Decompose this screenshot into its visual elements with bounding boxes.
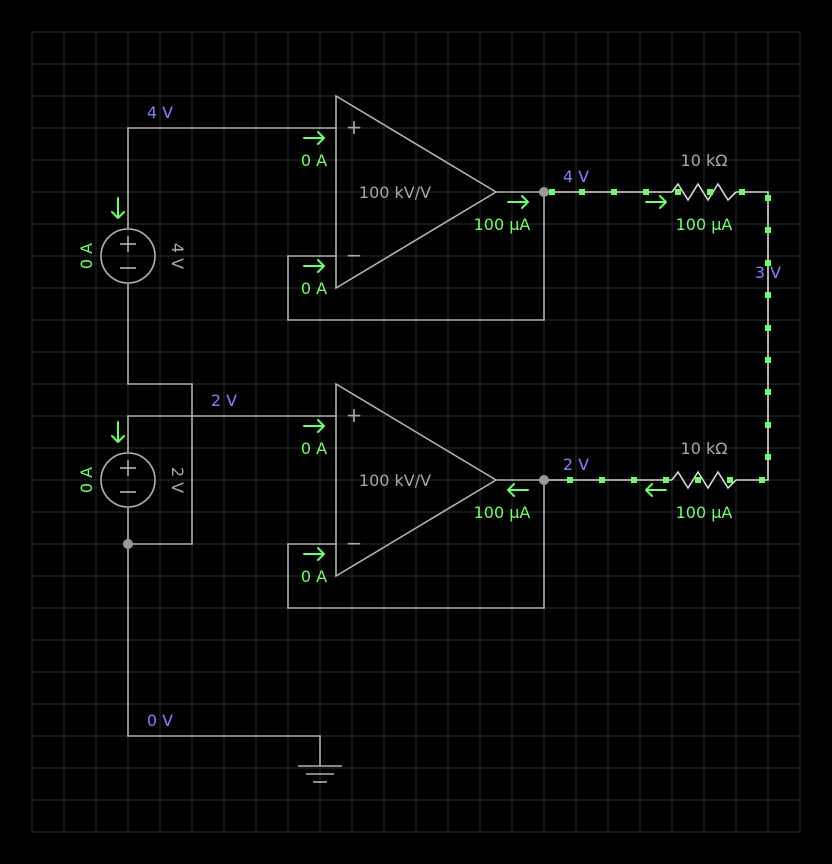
- opamp-bottom-minus-current: 0 A: [301, 567, 327, 586]
- wire-top-feedback[interactable]: [287, 192, 545, 321]
- node-voltage-bottom-output: 2 V: [563, 455, 589, 474]
- wire-bottom-feedback[interactable]: [287, 480, 545, 609]
- current-arrow-icon: [111, 197, 125, 219]
- current-dot: [727, 477, 733, 483]
- wire-bottom-source-to-plus[interactable]: [127, 415, 336, 452]
- current-dot: [579, 189, 585, 195]
- node-voltage-top-output: 4 V: [563, 167, 589, 186]
- node-voltage-source-top: 4 V: [147, 103, 173, 122]
- source-bottom-current: 0 A: [77, 467, 96, 493]
- current-arrow-icon: [645, 483, 667, 497]
- resistor-bottom-current: 100 µA: [676, 503, 733, 522]
- wires: [127, 127, 769, 766]
- wire-source-junction[interactable]: [127, 284, 193, 545]
- current-dot: [759, 477, 765, 483]
- components: [100, 94, 737, 783]
- opamp-top-gain: 100 kV/V: [359, 183, 431, 202]
- current-arrow-icon: [303, 419, 325, 433]
- opamp-bottom-plus-sign: +: [346, 403, 363, 427]
- op-amp-icon[interactable]: [335, 94, 498, 290]
- current-dot: [765, 422, 771, 428]
- dc-voltage-source-icon[interactable]: [100, 452, 156, 508]
- current-dot: [765, 292, 771, 298]
- current-dot: [765, 260, 771, 266]
- op-amp-icon[interactable]: [335, 382, 498, 578]
- resistor-top-current: 100 µA: [676, 215, 733, 234]
- wire-right-vertical[interactable]: [736, 191, 769, 481]
- opamp-bottom-gain: 100 kV/V: [359, 471, 431, 490]
- current-dot: [765, 389, 771, 395]
- current-arrow-icon: [645, 195, 667, 209]
- opamp-top-plus-current: 0 A: [301, 151, 327, 170]
- current-arrow-icon: [303, 259, 325, 273]
- current-dot: [707, 189, 713, 195]
- current-dot: [765, 325, 771, 331]
- source-bottom-value: 2 V: [168, 467, 187, 493]
- current-dot: [739, 189, 745, 195]
- resistor-top-value: 10 kΩ: [681, 151, 728, 170]
- current-dot: [765, 195, 771, 201]
- source-top-value: 4 V: [168, 243, 187, 269]
- current-dot: [765, 454, 771, 460]
- current-dot: [695, 477, 701, 483]
- opamp-bottom-output-current: 100 µA: [474, 503, 531, 522]
- current-dot: [567, 477, 573, 483]
- junction-node[interactable]: [539, 475, 549, 485]
- current-arrow-icon: [111, 421, 125, 443]
- opamp-top-minus-sign: −: [346, 243, 363, 267]
- current-dot: [663, 477, 669, 483]
- node-voltage-source-bottom: 2 V: [211, 391, 237, 410]
- junction-node[interactable]: [123, 539, 133, 549]
- current-dot: [643, 189, 649, 195]
- current-arrows: [111, 131, 667, 561]
- wire-to-ground[interactable]: [127, 508, 321, 766]
- dc-voltage-source-icon[interactable]: [100, 228, 156, 284]
- current-dots: [549, 189, 771, 483]
- ground-icon[interactable]: [298, 765, 342, 783]
- opamp-top-minus-current: 0 A: [301, 279, 327, 298]
- current-arrow-icon: [507, 195, 529, 209]
- current-dot: [599, 477, 605, 483]
- opamp-bottom-plus-current: 0 A: [301, 439, 327, 458]
- opamp-top-plus-sign: +: [346, 115, 363, 139]
- current-dot: [631, 477, 637, 483]
- resistor-bottom-value: 10 kΩ: [681, 439, 728, 458]
- node-voltage-right-midpoint: 3 V: [755, 263, 781, 282]
- current-dot: [675, 189, 681, 195]
- current-dot: [611, 189, 617, 195]
- current-dot: [765, 357, 771, 363]
- opamp-top-output-current: 100 µA: [474, 215, 531, 234]
- current-dot: [765, 227, 771, 233]
- current-dot: [549, 189, 555, 195]
- resistor-icon[interactable]: [671, 182, 737, 202]
- wire-top-source-to-plus[interactable]: [127, 127, 336, 228]
- current-arrow-icon: [303, 547, 325, 561]
- source-top-current: 0 A: [77, 243, 96, 269]
- junction-node[interactable]: [539, 187, 549, 197]
- node-voltage-ground: 0 V: [147, 711, 173, 730]
- resistor-icon[interactable]: [671, 470, 737, 490]
- current-arrow-icon: [507, 483, 529, 497]
- current-arrow-icon: [303, 131, 325, 145]
- opamp-bottom-minus-sign: −: [346, 531, 363, 555]
